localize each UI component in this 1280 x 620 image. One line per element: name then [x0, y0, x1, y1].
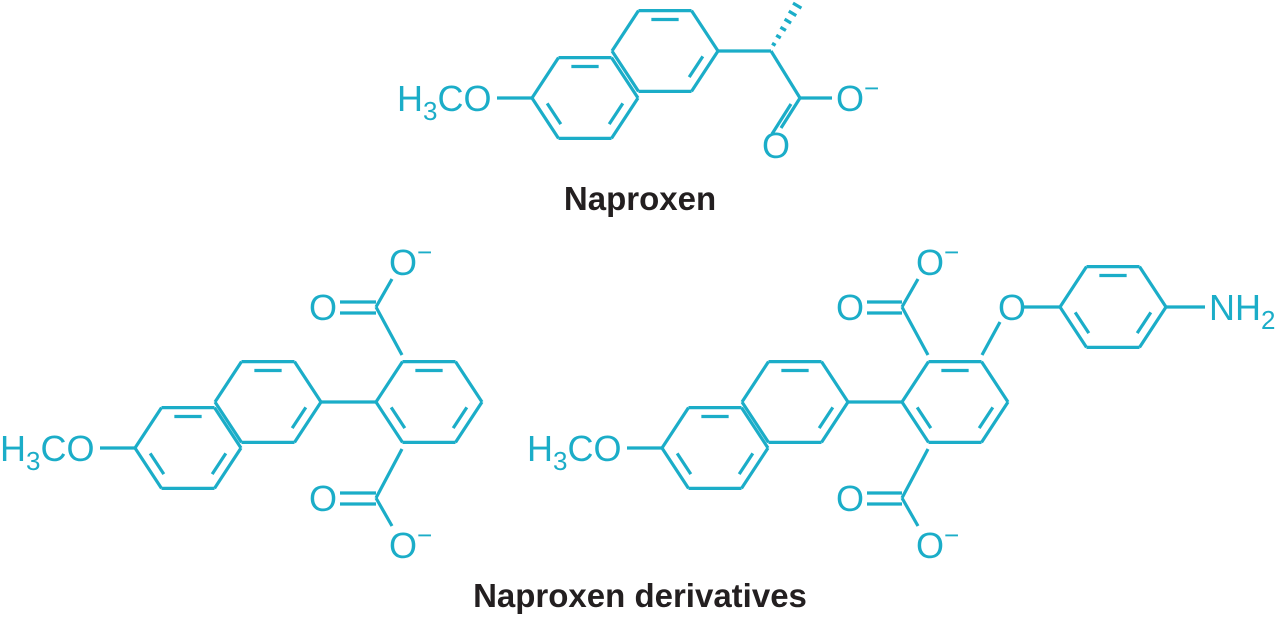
double-bond-inner: [607, 102, 625, 126]
hashed-wedge: [779, 25, 787, 32]
bond: [374, 448, 404, 499]
carboxylate-oxygen-label: O−: [916, 520, 959, 566]
ring-bond: [740, 406, 770, 449]
double-bond-inner: [675, 452, 693, 476]
hashed-wedge: [775, 33, 782, 40]
ring-bond: [213, 401, 243, 444]
bond: [769, 50, 802, 99]
double-bond-inner: [737, 452, 755, 476]
ring-bond: [1138, 306, 1168, 349]
ring-bond: [900, 360, 930, 403]
hashed-wedge: [771, 41, 777, 47]
methoxy-label: H3CO: [527, 428, 621, 476]
ring-bond: [293, 360, 323, 403]
double-bond-inner: [1073, 311, 1091, 335]
carboxylate-oxygen-label: O−: [836, 73, 879, 119]
bond: [900, 306, 930, 356]
ring-bond: [740, 401, 770, 444]
ether-bond: [980, 321, 1002, 356]
ring-bond: [820, 401, 850, 444]
ring-bond: [133, 447, 163, 490]
ring-bond: [1058, 265, 1088, 308]
hashed-wedge: [783, 17, 792, 25]
ring-bond: [610, 56, 640, 99]
ring-bond: [454, 401, 484, 444]
carboxylate-oxygen-label: O−: [389, 520, 432, 566]
ring-bond: [660, 406, 690, 449]
ring-bond: [740, 447, 770, 490]
hashed-wedge: [792, 1, 803, 10]
double-bond-inner: [210, 452, 228, 476]
ether-oxygen-label: O: [998, 287, 1026, 328]
ring-bond: [660, 447, 690, 490]
ring-bond: [530, 97, 560, 140]
derivatives-title: Naproxen derivatives: [473, 577, 807, 614]
carbonyl-oxygen-label: O: [309, 287, 337, 328]
ring-bond: [374, 360, 404, 403]
double-bond-inner: [451, 406, 469, 430]
ring-bond: [1058, 306, 1088, 349]
ring-bond: [530, 56, 560, 99]
ring-bond: [610, 50, 640, 93]
ring-bond: [213, 447, 243, 490]
double-bond-inner: [817, 406, 835, 430]
ring-bond: [690, 50, 720, 93]
ring-bond: [610, 9, 640, 52]
carbonyl-oxygen-label: O: [836, 287, 864, 328]
double-bond-inner: [687, 55, 705, 79]
ring-bond: [213, 360, 243, 403]
ring-bond: [213, 406, 243, 449]
bond: [374, 497, 394, 527]
bond: [900, 448, 930, 499]
ring-bond: [454, 360, 484, 403]
double-bond-inner: [977, 406, 995, 430]
ring-bond: [740, 360, 770, 403]
ring-bond: [1138, 265, 1168, 308]
bonds: [100, 1, 1205, 527]
amine-label: NH2: [1209, 287, 1275, 335]
bond: [900, 278, 920, 308]
carboxylate-oxygen-label: O−: [916, 237, 959, 283]
ring-bond: [690, 9, 720, 52]
carbonyl-oxygen-label: O: [309, 478, 337, 519]
carbonyl-oxygen-label: O: [836, 478, 864, 519]
carbonyl-bond: [770, 103, 793, 135]
carbonyl-bond: [779, 97, 802, 129]
double-bond-inner: [148, 452, 166, 476]
ring-bond: [980, 401, 1010, 444]
naproxen-molecule: H3CO O− O Naproxen: [397, 73, 879, 217]
methoxy-label: H3CO: [397, 78, 491, 126]
double-bond-inner: [389, 406, 407, 430]
ring-bond: [610, 97, 640, 140]
ring-bond: [900, 401, 930, 444]
bond: [374, 306, 404, 356]
bond: [900, 497, 920, 527]
carboxylate-oxygen-label: O−: [389, 237, 432, 283]
naproxen-derivative-2: H3CO O− O O O− O NH2: [527, 237, 1275, 566]
ring-bond: [293, 401, 323, 444]
ring-bond: [133, 406, 163, 449]
double-bond-inner: [545, 102, 563, 126]
double-bond-inner: [915, 406, 933, 430]
methoxy-label: H3CO: [0, 428, 94, 476]
double-bond-inner: [290, 406, 308, 430]
carbonyl-oxygen-label: O: [762, 125, 790, 166]
naproxen-derivative-1: H3CO O− O O O−: [0, 237, 432, 566]
bond: [374, 278, 394, 308]
hashed-wedge: [787, 9, 798, 17]
ring-bond: [374, 401, 404, 444]
naproxen-title: Naproxen: [564, 180, 716, 217]
double-bond-inner: [1135, 311, 1153, 335]
ring-bond: [980, 360, 1010, 403]
ring-bond: [820, 360, 850, 403]
